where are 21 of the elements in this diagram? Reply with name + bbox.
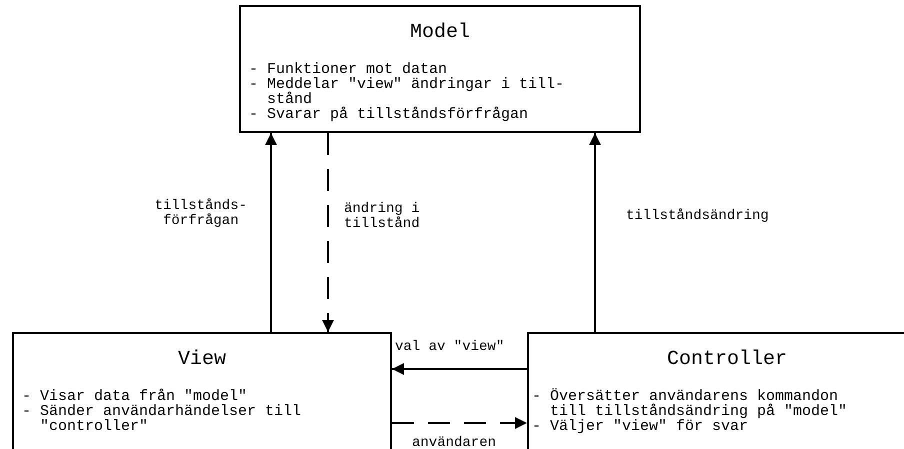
component-box [527, 332, 904, 449]
arrow [322, 133, 334, 332]
component-box [12, 332, 392, 449]
component-title: Model [408, 21, 471, 44]
arrow [392, 363, 527, 375]
responsibility-item: - Väljer "view" för svar [532, 419, 750, 434]
responsibility-item: - Svarar på tillståndsförfrågan [249, 107, 530, 122]
arrow [265, 133, 277, 332]
edge-label: användaren [412, 436, 496, 449]
arrow [589, 133, 601, 332]
edge-label: tillståndsändring [626, 209, 769, 224]
responsibility-item: - Sänder användarhändelser till "controller" [22, 404, 302, 434]
responsibility-item: - Meddelar "view" ändringar i till- stånd [249, 77, 566, 107]
component-title: View [176, 348, 227, 371]
edge-label: tillstånds- förfrågan [154, 199, 247, 229]
component-box [239, 5, 641, 133]
component-title: Controller [666, 348, 788, 371]
responsibility-item: - Funktioner mot datan [249, 62, 448, 77]
responsibility-item: - Översätter användarens kommandon till tillståndsändring på "model" [532, 389, 848, 419]
arrow [392, 417, 527, 429]
responsibility-item: - Visar data från "model" [22, 389, 248, 404]
